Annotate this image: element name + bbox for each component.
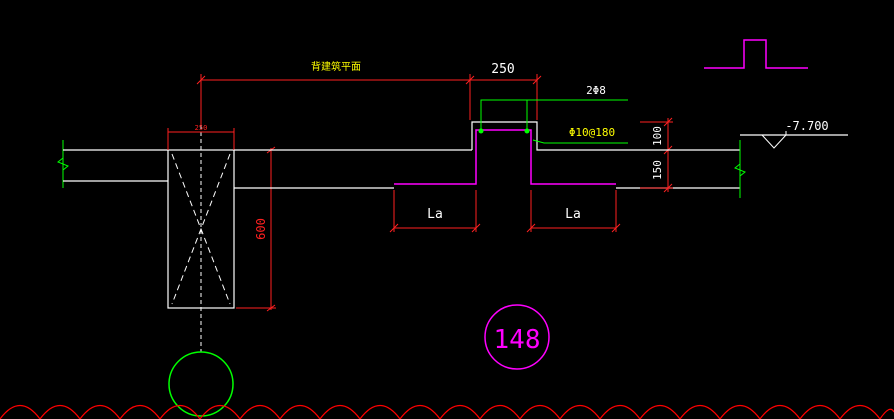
- left-break-symbol: [57, 140, 69, 188]
- stirrup-label: Φ10@180: [569, 126, 615, 139]
- revision-cloud: [0, 404, 894, 419]
- la-left-label: La: [427, 207, 443, 222]
- sheet-number-label: 148: [494, 325, 541, 355]
- top-250-dimension: [470, 74, 542, 120]
- column-grid-circle: [168, 351, 234, 417]
- sheet-number-circle: [484, 304, 550, 370]
- column-width-dimension: [167, 128, 235, 150]
- beam-span-dimension: [196, 74, 475, 125]
- column: [167, 125, 235, 352]
- elevation-marker: [761, 131, 787, 149]
- rebar-shape-symbol: [704, 39, 808, 69]
- stirrup-leader: [532, 139, 628, 144]
- rebar-leader-2phi8: [480, 99, 628, 131]
- right-break-symbol: [734, 140, 746, 198]
- dim-100-label: 100: [651, 126, 664, 146]
- right-vertical-dimension: [640, 117, 673, 193]
- slab-line-right: [638, 134, 848, 151]
- rebar-top-label: 2Φ8: [586, 84, 606, 97]
- beam-label: 背建筑平面: [311, 60, 361, 73]
- elevation-label: -7.700: [785, 119, 828, 133]
- column-width-label: 250: [195, 124, 208, 132]
- bottom-rebar: [394, 129, 616, 185]
- column-height-label: 600: [254, 218, 268, 240]
- la-right-dimension: [526, 190, 621, 233]
- slab-lines-main: [234, 121, 740, 189]
- la-left-dimension: [389, 190, 481, 233]
- la-right-label: La: [565, 207, 581, 222]
- top-250-label: 250: [491, 62, 514, 77]
- slab-lines-left: [63, 149, 168, 182]
- dim-150-label: 150: [651, 160, 664, 180]
